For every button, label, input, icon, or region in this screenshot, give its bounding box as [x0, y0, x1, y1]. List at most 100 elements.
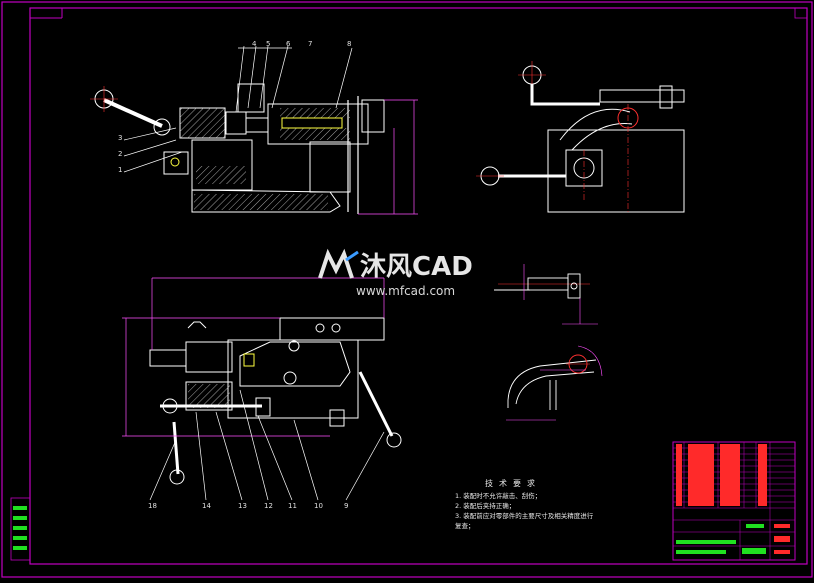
leader-line [123, 151, 183, 173]
title-block-green-entries [676, 524, 766, 554]
top-view-leaders [149, 389, 385, 501]
cam-arc [559, 108, 631, 141]
technical-requirements-title: 技术要求 [485, 479, 541, 488]
stamp-frame [10, 497, 31, 561]
title-block-frame [672, 441, 796, 561]
leader-line [259, 45, 269, 109]
red-entry [774, 550, 790, 554]
corner-box [794, 7, 808, 19]
handle-knob [169, 469, 185, 485]
part-number: 13 [238, 502, 247, 510]
red-entry [720, 444, 740, 506]
leader-line [257, 415, 293, 501]
block [185, 341, 233, 373]
title-block-red-entries [676, 444, 790, 554]
stamp-entry [13, 536, 27, 540]
side-body [547, 129, 685, 213]
leader-line [195, 411, 207, 501]
red-entry [758, 444, 767, 506]
handle-knob [386, 432, 402, 448]
technical-requirements: 技术要求 1. 装配时不允许敲击、刮伤； 2. 装配后夹持正确； 3. 装配前应… [455, 478, 655, 531]
detail-view-1 [494, 273, 590, 299]
part-number: 7 [308, 40, 313, 48]
leader-line [123, 127, 177, 141]
top-view-dimensions [122, 277, 385, 437]
side-stamp [10, 497, 31, 561]
hook-arc [507, 359, 597, 401]
part-number: 12 [264, 502, 273, 510]
part-number: 10 [314, 502, 323, 510]
red-entry [688, 444, 714, 506]
screw [281, 117, 343, 129]
detail-view-2 [507, 354, 597, 410]
part-number: 14 [202, 502, 211, 510]
leader-line [123, 139, 177, 157]
angle-dimension [577, 345, 603, 377]
part-number: 9 [344, 502, 349, 510]
logo-url: www.mfcad.com [356, 284, 456, 298]
block [185, 381, 233, 411]
base-hatch [194, 194, 328, 210]
part-number: 4 [252, 40, 257, 48]
hatch [188, 384, 230, 408]
green-entry [742, 548, 766, 554]
main-body [227, 339, 359, 419]
green-entry [676, 540, 736, 544]
part-number: 18 [148, 502, 157, 510]
handle-pivot [153, 118, 171, 136]
leader-line [293, 419, 319, 501]
handle-rod [103, 98, 163, 128]
hatch [280, 128, 350, 140]
lever-pivot [162, 398, 178, 414]
green-entry [676, 550, 726, 554]
leader-line [239, 389, 269, 501]
pin [570, 282, 578, 290]
detail-view-2-dimensions [506, 345, 603, 421]
top-view [149, 317, 402, 485]
hatch [280, 108, 350, 118]
hook-arc [515, 371, 595, 405]
clamp-body [267, 103, 369, 145]
block [225, 111, 247, 135]
side-view [476, 61, 685, 214]
bolt-hole [315, 323, 325, 333]
leader-line [215, 411, 243, 501]
leader-line [335, 47, 353, 109]
block-hatch [180, 108, 225, 138]
handle-rod [530, 84, 600, 106]
part-number: 11 [288, 502, 297, 510]
stud [329, 409, 345, 427]
handle-rod [358, 371, 394, 437]
hatch [196, 166, 246, 184]
pin [288, 340, 300, 352]
part-number: 2 [118, 150, 123, 158]
front-view-leaders [123, 45, 353, 173]
leader-line [149, 439, 177, 501]
screw-head [149, 349, 187, 367]
red-entry [676, 444, 682, 506]
front-view-dimensions [358, 99, 418, 215]
inner-border [29, 7, 808, 565]
requirement-line: 2. 装配后夹持正确； [455, 502, 516, 510]
front-view [90, 83, 385, 214]
pin [283, 371, 297, 385]
top-plate [599, 89, 685, 103]
part-number: 8 [347, 40, 352, 48]
stamp-entry [13, 546, 27, 550]
stud [255, 397, 271, 417]
red-entry [774, 536, 790, 542]
part-number: 5 [266, 40, 271, 48]
nut-block [163, 151, 189, 175]
part-number: 1 [118, 166, 123, 174]
detail-view-1-dimensions [523, 264, 598, 325]
stamp-entry [13, 506, 27, 510]
base-plate [191, 189, 341, 213]
cam-arc [571, 123, 633, 151]
loop [187, 321, 207, 329]
logo-text: 沐风CAD [360, 252, 473, 282]
clamp-head [567, 273, 581, 299]
end-block [361, 99, 385, 133]
